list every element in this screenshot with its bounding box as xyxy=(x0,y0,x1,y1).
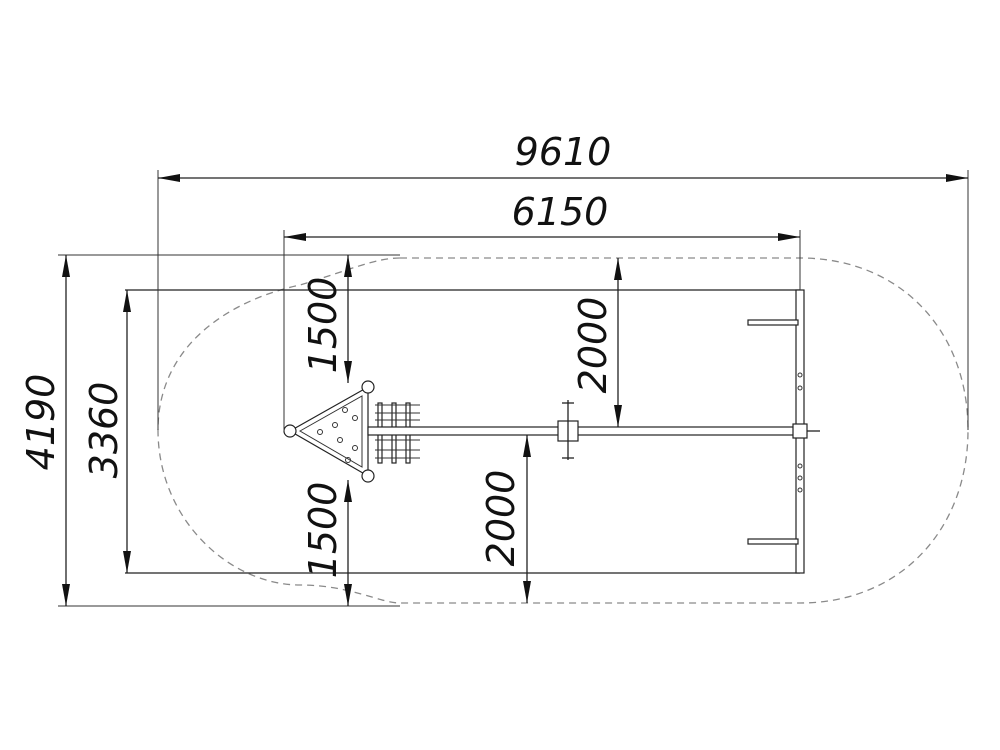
dim-label-overall-length: 9610 xyxy=(515,130,612,174)
dimension-overall-length: 9610 xyxy=(157,130,969,430)
dimension-equipment-length: 6150 xyxy=(283,190,801,431)
dim-label-right-upper: 2000 xyxy=(571,297,615,394)
dim-label-left-lower: 1500 xyxy=(301,482,345,579)
dimension-equipment-width: 3360 xyxy=(82,290,131,573)
dimension-right-lower: 2000 xyxy=(479,435,531,603)
dimension-overall-width: 4190 xyxy=(19,254,400,607)
dim-label-overall-width: 4190 xyxy=(19,374,63,471)
central-pivot xyxy=(557,400,579,460)
dim-label-right-lower: 2000 xyxy=(479,470,523,567)
dimension-right-upper: 2000 xyxy=(571,258,622,427)
safety-zone-boundary xyxy=(157,257,969,604)
dim-label-equipment-width: 3360 xyxy=(82,382,126,479)
dimension-left-lower: 1500 xyxy=(301,480,352,606)
dim-label-left-upper: 1500 xyxy=(301,277,345,374)
equipment-assembly xyxy=(283,289,820,574)
dimension-left-upper: 1500 xyxy=(301,255,352,383)
dim-label-equipment-length: 6150 xyxy=(512,190,609,234)
main-beam xyxy=(367,426,799,436)
